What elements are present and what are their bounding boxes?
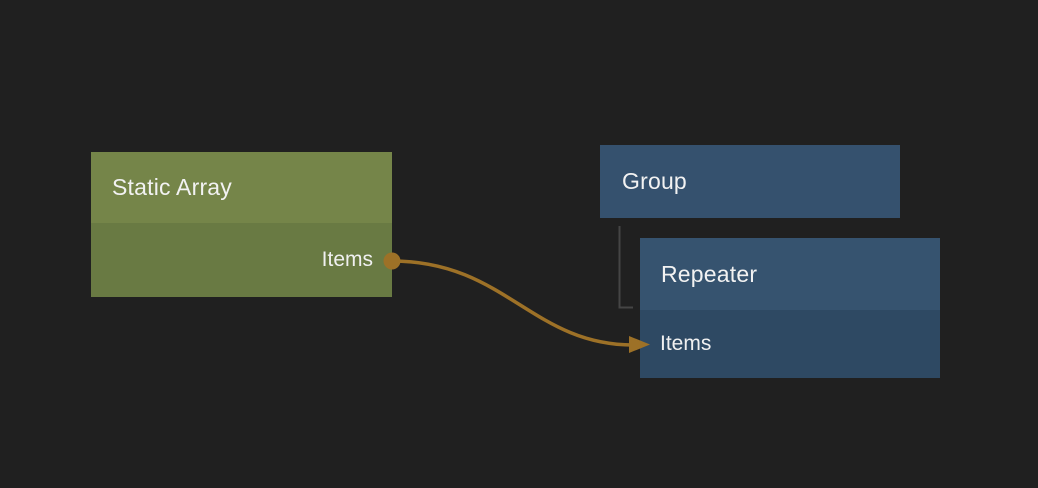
group-title: Group: [622, 168, 687, 194]
repeater-header[interactable]: Repeater: [640, 238, 940, 310]
group-child-connector-line: [618, 226, 633, 309]
repeater-items-input-row[interactable]: Items: [640, 310, 940, 378]
repeater-items-input-label: Items: [660, 332, 712, 355]
node-static-array[interactable]: Static Array Items: [91, 152, 392, 297]
repeater-title: Repeater: [661, 260, 758, 287]
static-array-items-output-label: Items: [321, 248, 373, 271]
connection-wire[interactable]: [390, 259, 635, 347]
static-array-header[interactable]: Static Array: [91, 152, 392, 223]
node-repeater[interactable]: Repeater Items: [640, 238, 940, 378]
static-array-items-output-row[interactable]: Items: [91, 223, 392, 297]
group-header[interactable]: Group: [600, 145, 900, 218]
connection-arrowhead-icon: [629, 336, 650, 353]
static-array-title: Static Array: [112, 174, 232, 200]
node-group[interactable]: Group: [600, 145, 900, 218]
static-array-items-output-port[interactable]: [383, 252, 401, 270]
